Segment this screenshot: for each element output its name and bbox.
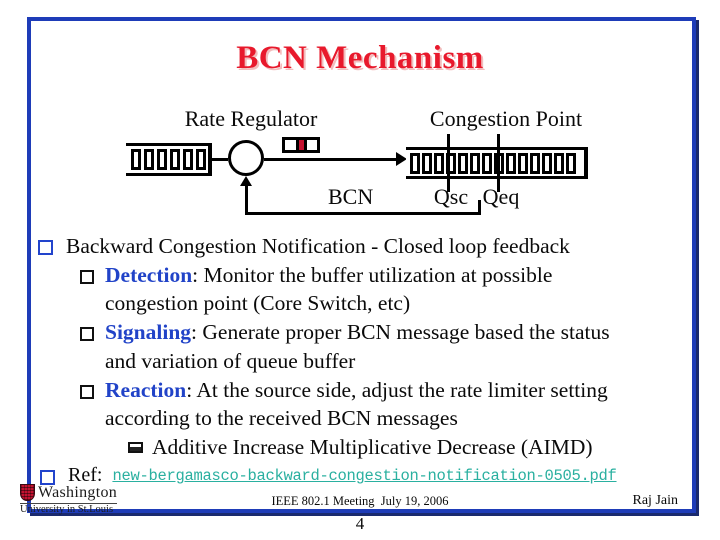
forward-arrow-line — [264, 158, 398, 161]
qeq-label: Qeq — [482, 184, 520, 209]
queue-slot — [542, 152, 552, 174]
bullet-item-signaling: Signaling: Generate proper BCN message b… — [80, 318, 686, 375]
qeq-threshold-marker — [497, 134, 500, 192]
page-number: 4 — [355, 514, 365, 533]
bullet-text: Detection: Monitor the buffer utilizatio… — [105, 262, 553, 287]
bullet-square-icon — [40, 470, 55, 485]
feedback-line-bottom — [245, 212, 481, 215]
queue-slot — [144, 149, 154, 170]
bullet-lead-word: Signaling — [105, 320, 192, 345]
ref-label: Ref: — [68, 464, 103, 486]
queue-slot — [506, 152, 516, 174]
bullet-square-icon — [38, 240, 53, 255]
bullet-text-wrap: according to the received BCN messages — [105, 406, 458, 431]
bullet-lead-word: Reaction — [105, 377, 187, 402]
queue-slot — [410, 152, 420, 174]
qsc-threshold-marker — [447, 134, 450, 192]
qsc-label: Qsc — [433, 184, 469, 209]
packet-cell — [306, 140, 317, 150]
university-logo: Washington University in St.Louis — [20, 484, 118, 516]
bullet-text: Signaling: Generate proper BCN message b… — [105, 320, 610, 345]
queue-slot — [434, 152, 444, 174]
feedback-arrowhead-icon — [240, 176, 252, 186]
queue-slot — [170, 149, 180, 170]
queue-slot — [458, 152, 468, 174]
forward-arrowhead-icon — [396, 152, 407, 166]
bullet-item-detection: Detection: Monitor the buffer utilizatio… — [80, 261, 686, 318]
slide-border-frame — [27, 17, 696, 513]
rate-limiter-circle — [228, 140, 264, 176]
queue-slot — [554, 152, 564, 174]
bullet-text: Backward Congestion Notification - Close… — [66, 234, 570, 258]
page-title: BCN Mechanism — [236, 40, 484, 76]
bullet-square-icon — [80, 327, 94, 342]
reference-link[interactable]: new-bergamasco-backward-congestion-notif… — [112, 467, 617, 485]
packet-icon — [282, 137, 320, 153]
rate-regulator-label: Rate Regulator — [184, 106, 318, 131]
feedback-line-stem — [245, 186, 248, 215]
bullet-item-backward: Backward Congestion Notification - Close… — [38, 232, 686, 261]
queue-slot — [470, 152, 480, 174]
queue-slot — [518, 152, 528, 174]
bullet-item-reaction: Reaction: At the source side, adjust the… — [80, 376, 686, 433]
feedback-line-stub — [478, 200, 481, 215]
bullet-list: Backward Congestion Notification - Close… — [38, 232, 686, 462]
author-name: Raj Jain — [632, 493, 679, 508]
monitor-bullet-icon — [128, 441, 143, 453]
queue-slot — [196, 149, 206, 170]
bullet-text-wrap: and variation of queue buffer — [105, 348, 356, 373]
congestion-point-label: Congestion Point — [429, 106, 583, 131]
bcn-feedback-label: BCN — [328, 184, 374, 209]
queue-slot — [131, 149, 141, 170]
bullet-text: Additive Increase Multiplicative Decreas… — [152, 434, 593, 459]
bullet-square-icon — [80, 384, 94, 399]
queue-slot — [566, 152, 576, 174]
packet-cell — [285, 140, 296, 150]
queue-slot — [530, 152, 540, 174]
bullet-square-icon — [80, 269, 94, 284]
logo-washington-text: Washington — [38, 484, 118, 501]
queue-slot — [482, 152, 492, 174]
bullet-lead-word: Detection — [105, 262, 193, 287]
logo-university-text: University in St.Louis — [20, 503, 118, 516]
packet-cell-red — [298, 140, 304, 150]
bullet-item-aimd: Additive Increase Multiplicative Decreas… — [128, 433, 686, 462]
reference-line: Ref: new-bergamasco-backward-congestion-… — [40, 464, 617, 487]
queue-slot — [157, 149, 167, 170]
queue-slot — [183, 149, 193, 170]
bullet-text: Reaction: At the source side, adjust the… — [105, 377, 608, 402]
bullet-text-wrap: congestion point (Core Switch, etc) — [105, 291, 411, 316]
source-queue — [126, 143, 212, 176]
queue-slot — [422, 152, 432, 174]
meeting-footer-text: IEEE 802.1 Meeting July 19, 2006 — [271, 494, 449, 508]
university-shield-icon — [20, 484, 35, 501]
queue-to-circle-line — [212, 158, 228, 161]
